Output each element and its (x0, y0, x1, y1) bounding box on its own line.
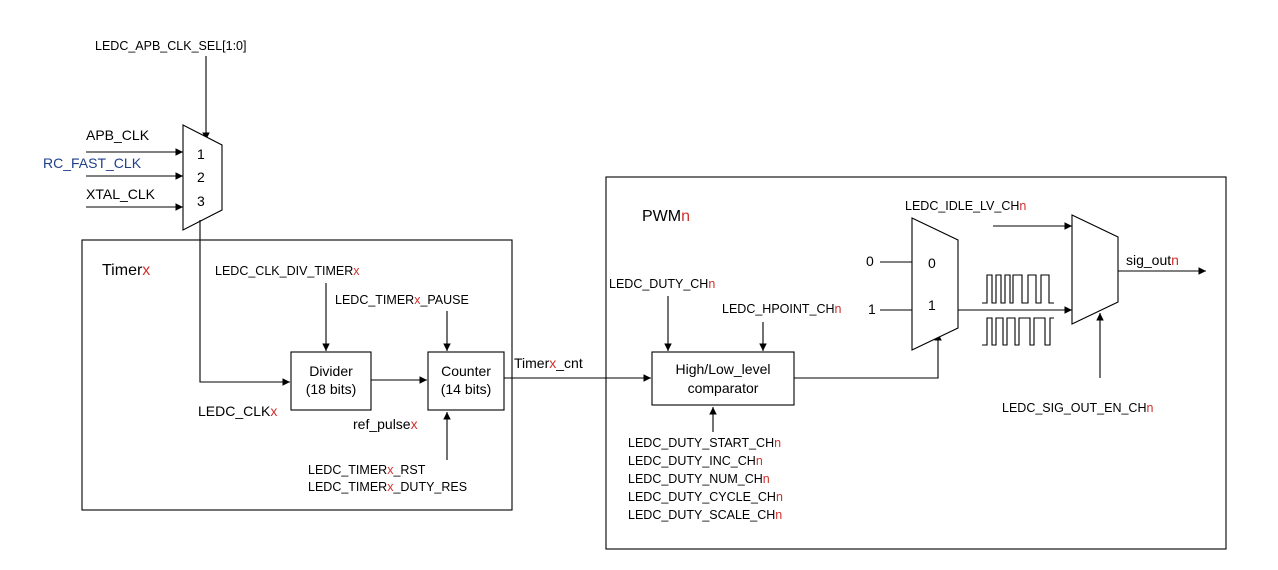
sig-out-label: sig_outn (1126, 252, 1179, 268)
apb-clk-label: APB_CLK (86, 127, 150, 143)
output-mux-2 (1071, 214, 1119, 325)
timer-pause-label: LEDC_TIMERx_PAUSE (335, 293, 469, 307)
output-mux-1 (911, 217, 959, 351)
sig-out-en-label: LEDC_SIG_OUT_EN_CHn (1002, 401, 1154, 415)
comparator-out-arrow (794, 333, 942, 379)
mux1-input-0: 0 (928, 255, 936, 271)
mux-input-2: 2 (197, 169, 205, 185)
timer-duty-res-label: LEDC_TIMERx_DUTY_RES (308, 480, 467, 494)
divider-block (290, 351, 372, 411)
mux-input-1: 1 (197, 146, 205, 162)
xtal-clk-label: XTAL_CLK (86, 186, 156, 202)
timer-box (81, 239, 513, 511)
timer-rst-label: LEDC_TIMERx_RST (308, 463, 426, 477)
duty-inc-label: LEDC_DUTY_INC_CHn (628, 454, 763, 468)
timer-cnt-label: Timerx_cnt (514, 355, 583, 371)
ledc-clk-label: LEDC_CLKx (198, 403, 277, 419)
hpoint-ch-label: LEDC_HPOINT_CHn (722, 302, 842, 316)
clk-line (199, 220, 290, 386)
pwm-box (605, 176, 1227, 550)
clk-div-timer-label: LEDC_CLK_DIV_TIMERx (215, 264, 360, 278)
comparator-subtitle: comparator (688, 380, 759, 396)
mux1-const-1: 1 (868, 301, 876, 317)
mux1-input-1: 1 (928, 297, 936, 313)
clock-mux (182, 124, 223, 231)
duty-start-label: LEDC_DUTY_START_CHn (628, 436, 781, 450)
counter-block (427, 351, 505, 411)
comparator-title: High/Low_level (676, 361, 771, 377)
counter-title: Counter (441, 363, 491, 379)
timer-title: Timerx (102, 262, 150, 279)
idle-lv-label: LEDC_IDLE_LV_CHn (905, 199, 1026, 213)
comparator-block (651, 351, 795, 406)
ref-pulse-label: ref_pulsex (353, 416, 418, 432)
pwm-waveform-lower (982, 317, 1054, 346)
pwm-waveform-upper (982, 274, 1054, 304)
duty-cycle-label: LEDC_DUTY_CYCLE_CHn (628, 490, 783, 504)
duty-scale-label: LEDC_DUTY_SCALE_CHn (628, 508, 782, 522)
duty-ch-label: LEDC_DUTY_CHn (609, 277, 715, 291)
rc-fast-clk-label: RC_FAST_CLK (43, 155, 142, 171)
mux1-const-0: 0 (866, 253, 874, 269)
apb-clk-sel-label: LEDC_APB_CLK_SEL[1:0] (95, 39, 246, 53)
counter-bits: (14 bits) (441, 381, 492, 397)
duty-num-label: LEDC_DUTY_NUM_CHn (628, 472, 770, 486)
divider-title: Divider (309, 363, 353, 379)
divider-bits: (18 bits) (306, 381, 357, 397)
mux-input-3: 3 (197, 193, 205, 209)
pwm-title: PWMn (642, 208, 690, 225)
